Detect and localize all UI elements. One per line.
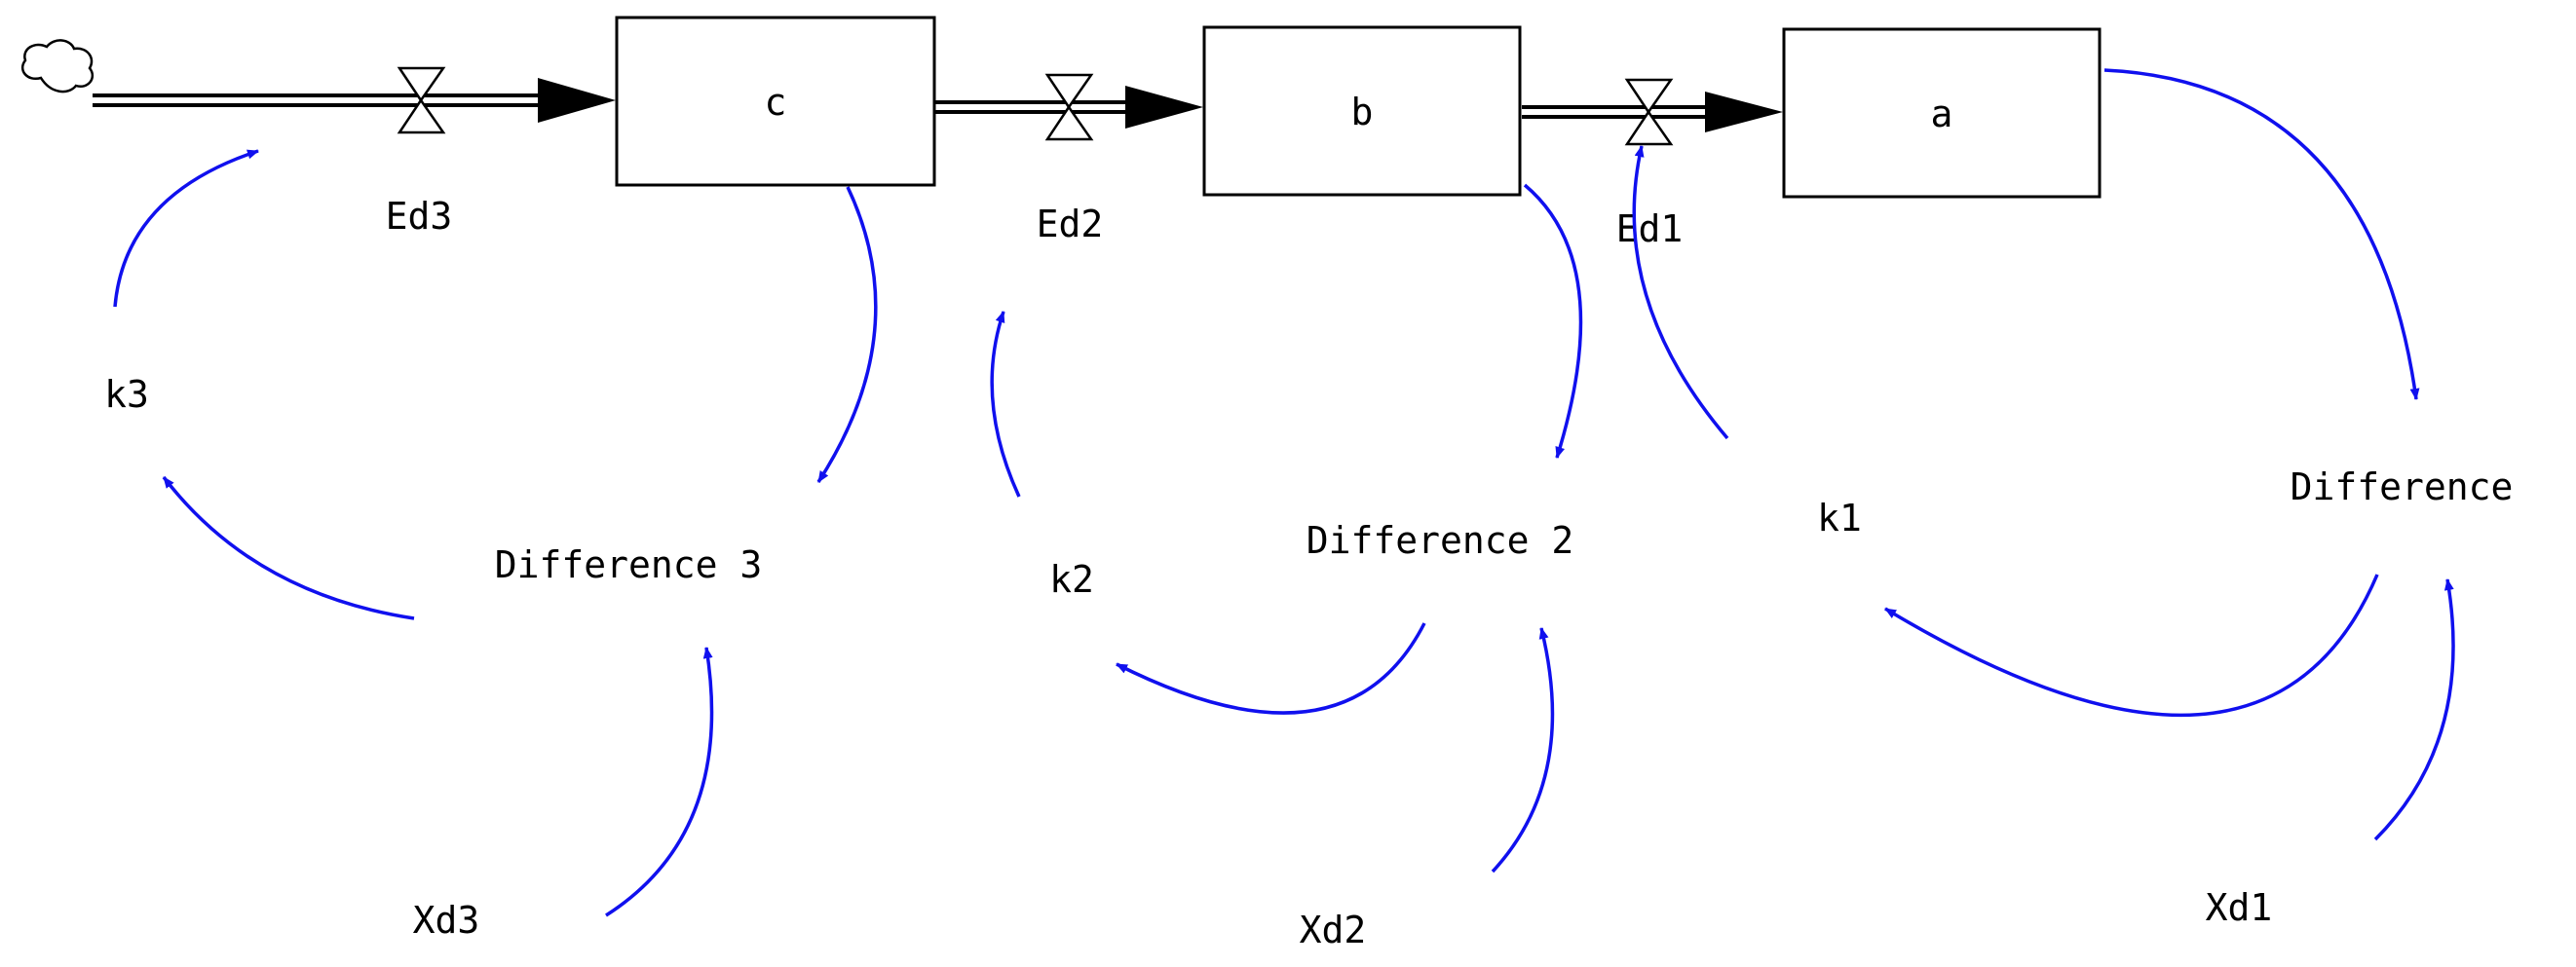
link-difference-3-to-k3[interactable] (162, 475, 415, 620)
link-xd1-to-difference[interactable] (2373, 578, 2455, 841)
stock-c[interactable]: c (615, 16, 936, 187)
flow-pipe-ed2 (935, 86, 1203, 129)
link-difference-2-to-k2[interactable] (1116, 622, 1426, 715)
flow-pipe-ed3 (93, 78, 616, 123)
valve-ed1-icon[interactable] (1624, 78, 1674, 146)
flow-label-ed3: Ed3 (386, 195, 453, 238)
variable-difference-3[interactable]: Difference 3 (495, 543, 763, 586)
variable-difference-2[interactable]: Difference 2 (1307, 519, 1574, 562)
link-a-to-difference[interactable] (2103, 68, 2420, 400)
flow-label-ed1: Ed1 (1616, 207, 1684, 250)
variable-k3[interactable]: k3 (104, 373, 149, 416)
flow-label-ed2: Ed2 (1037, 203, 1104, 245)
variable-difference[interactable]: Difference (2291, 465, 2514, 508)
link-k2-to-ed2[interactable] (990, 311, 1021, 498)
flow-pipe-ed1 (1522, 92, 1783, 132)
link-xd3-to-difference-3[interactable] (605, 647, 714, 917)
stock-b-label: b (1351, 91, 1374, 133)
link-c-to-difference-3[interactable] (816, 186, 878, 483)
link-k1-to-ed1[interactable] (1632, 145, 1729, 440)
link-b-to-difference-2[interactable] (1523, 183, 1583, 459)
valve-ed2-icon[interactable] (1044, 73, 1094, 141)
valve-ed3-icon[interactable] (397, 66, 446, 134)
variable-k1[interactable]: k1 (1817, 497, 1862, 539)
link-k3-to-ed3[interactable] (113, 149, 259, 308)
stock-c-label: c (765, 81, 787, 124)
variable-xd1[interactable]: Xd1 (2206, 886, 2273, 929)
variable-k2[interactable]: k2 (1049, 558, 1094, 601)
causal-links (113, 68, 2455, 917)
variable-xd3[interactable]: Xd3 (413, 899, 480, 942)
link-xd2-to-difference-2[interactable] (1491, 627, 1555, 874)
stock-a-label: a (1931, 93, 1953, 135)
link-difference-to-k1[interactable] (1884, 574, 2379, 718)
stock-a[interactable]: a (1782, 27, 2102, 199)
stock-b[interactable]: b (1202, 25, 1522, 197)
source-cloud-icon (20, 39, 95, 93)
variable-xd2[interactable]: Xd2 (1300, 909, 1367, 951)
